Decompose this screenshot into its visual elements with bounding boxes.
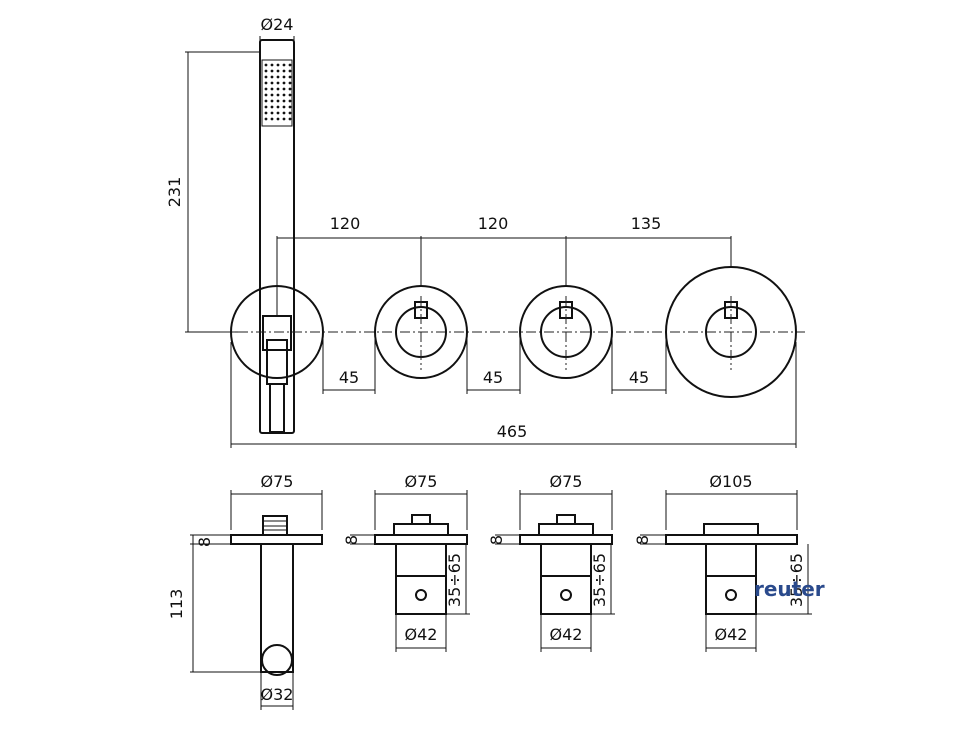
outlet-height-label: 113	[167, 589, 186, 620]
overall-width-label: 465	[497, 422, 528, 441]
gap-1-label: 45	[339, 368, 359, 387]
shower-head-nozzles	[261, 59, 293, 127]
outlet-pipe-diameter-label: Ø32	[261, 685, 294, 704]
spacing-1-label: 120	[330, 214, 361, 233]
side-views: Ø75 8 113 Ø32 Ø75	[167, 472, 825, 710]
valve-1-plate-thickness-label: 8	[342, 535, 361, 545]
valve-3-side-view: Ø105 8 35÷65 Ø42 reuter	[633, 472, 825, 652]
watermark-logo: reuter	[754, 577, 825, 601]
outlet-side-view: Ø75 8 113 Ø32	[167, 472, 323, 710]
valve-2-depth-label: 35÷65	[590, 553, 609, 607]
top-view: Ø24 231 120 120 135	[165, 15, 805, 448]
spacing-3-label: 135	[631, 214, 662, 233]
valve-2-plate-thickness-label: 8	[487, 535, 506, 545]
valve-3-depth-label: 35÷65	[787, 553, 806, 607]
valve-1-body-diameter-label: Ø42	[405, 625, 438, 644]
hand-shower: Ø24 231	[165, 15, 295, 434]
outlet-holder	[262, 315, 292, 351]
valve-2-side-view: Ø75 8 35÷65 Ø42	[487, 472, 615, 652]
valve-1-depth-label: 35÷65	[445, 553, 464, 607]
valve-1-side-view: Ø75 8 35÷65 Ø42	[342, 472, 470, 652]
valve-3-plate-thickness-label: 8	[633, 535, 652, 545]
outlet-plate-side	[230, 534, 323, 545]
valve-2-top	[519, 285, 613, 379]
outlet-plate-diameter-label: Ø75	[261, 472, 294, 491]
gap-3-label: 45	[629, 368, 649, 387]
valve-1-top	[374, 285, 468, 379]
valve-2-plate-diameter-label: Ø75	[550, 472, 583, 491]
nozzle-grid	[264, 63, 292, 121]
valve-1-plate-diameter-label: Ø75	[405, 472, 438, 491]
valve-3-plate-diameter-label: Ø105	[709, 472, 752, 491]
handshower-height-label: 231	[165, 177, 184, 208]
valve-2-body-diameter-label: Ø42	[550, 625, 583, 644]
handshower-diameter-label: Ø24	[261, 15, 294, 34]
outlet-pipe	[260, 543, 294, 673]
spacing-2-label: 120	[478, 214, 509, 233]
valve-3-body-diameter-label: Ø42	[715, 625, 748, 644]
outlet-plate-thickness-label: 8	[195, 537, 214, 547]
gap-2-label: 45	[483, 368, 503, 387]
valve-3-top	[665, 266, 797, 398]
hose-stub	[269, 383, 285, 433]
outlet-pipe-end	[261, 644, 293, 676]
